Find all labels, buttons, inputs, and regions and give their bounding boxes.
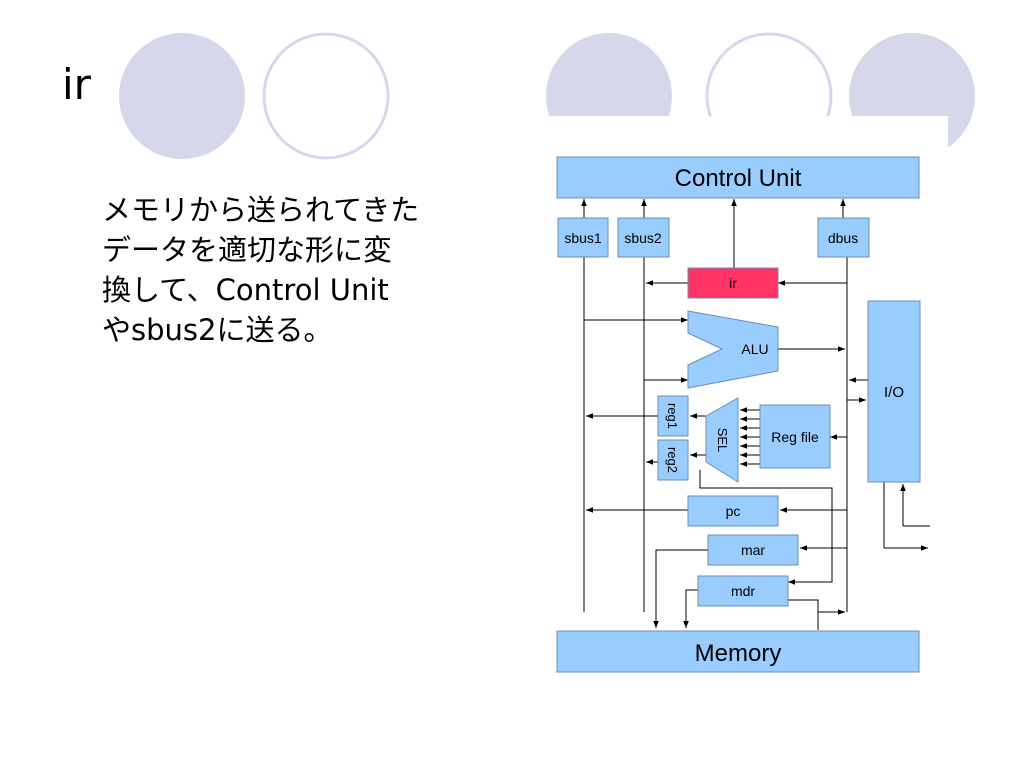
slide-body: メモリから送られてきた データを適切な形に変 換して、Control Unit …: [102, 190, 522, 350]
memory-label: Memory: [695, 640, 782, 667]
reg2-box: [657, 439, 689, 481]
decor-circle-outline-1: [262, 32, 390, 160]
body-line-4: やsbus2に送る。: [102, 313, 333, 347]
slide-title: ir: [62, 60, 91, 109]
body-line-3: 換して、Control Unit: [102, 273, 389, 307]
sel-label: SEL: [715, 428, 730, 453]
decor-circle-filled-1: [119, 33, 245, 159]
mar-box: [707, 534, 799, 566]
wire-mdr-to-memory: [683, 589, 698, 628]
alu-shape: [687, 310, 779, 389]
decor-mask: [530, 116, 948, 160]
sbus1-box: [557, 217, 609, 258]
body-line-2: データを適切な形に変: [102, 233, 393, 267]
pc-label: pc: [726, 503, 741, 519]
mar-label: mar: [741, 542, 765, 558]
reg-file-label: Reg file: [771, 429, 819, 445]
dbus-box: [817, 217, 870, 258]
mdr-box: [697, 575, 789, 607]
sbus2-label: sbus2: [624, 230, 662, 246]
dbus-label: dbus: [828, 230, 858, 246]
sbus1-label: sbus1: [564, 230, 602, 246]
control-unit-box: [556, 156, 920, 199]
reg1-label: reg1: [665, 403, 680, 429]
mdr-label: mdr: [731, 583, 755, 599]
ir-box: [687, 267, 779, 299]
sbus2-box: [617, 217, 670, 258]
io-box: [867, 300, 921, 483]
alu-label: ALU: [741, 341, 768, 357]
body-line-1: メモリから送られてきた: [102, 193, 420, 227]
ir-label: ir: [729, 275, 737, 291]
reg1-box: [657, 395, 689, 437]
wire-mdr-to-dbus: [788, 599, 845, 615]
wire-mar-to-memory: [653, 549, 708, 628]
decorative-circles: [119, 32, 975, 160]
memory-box: [556, 630, 920, 673]
control-unit-label: Control Unit: [675, 165, 802, 192]
reg-file-box: [759, 404, 831, 469]
io-label: I/O: [884, 384, 904, 401]
reg2-label: reg2: [665, 447, 680, 473]
sel-shape: [705, 397, 739, 483]
wires: [581, 199, 930, 630]
wire-sel-ctrl: [699, 470, 833, 585]
pc-box: [687, 495, 779, 527]
